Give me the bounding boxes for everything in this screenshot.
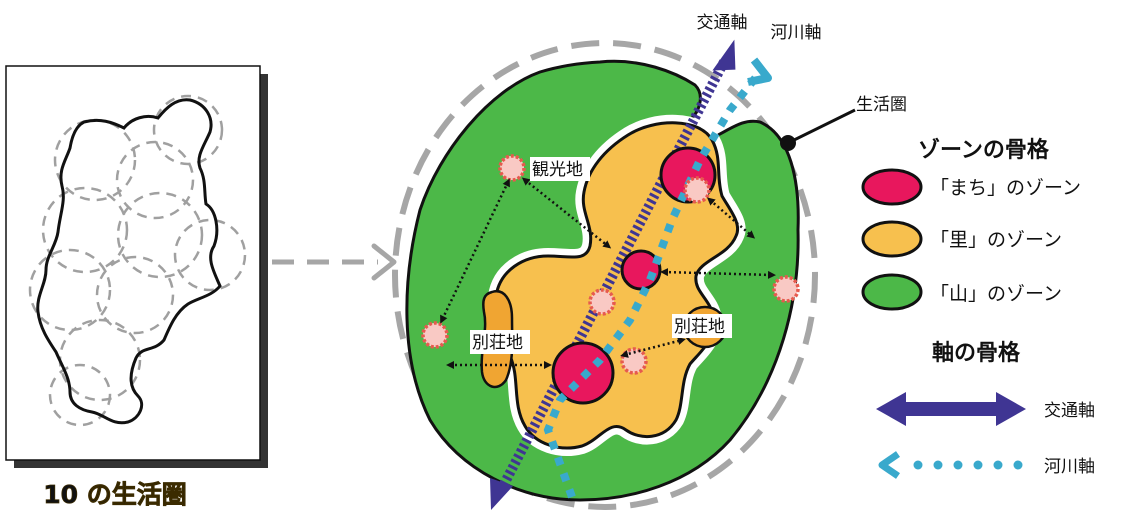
bessochi-right-label-bg [672, 314, 732, 338]
legend-axis-river: 河川軸 [878, 451, 1095, 479]
traffic-axis-head-bottom [490, 478, 513, 510]
legend-axis-traffic: 交通軸 [876, 392, 1095, 426]
legend-label-yama: 「山」のゾーン [930, 283, 1062, 305]
diagram-labels: 交通軸 河川軸 生活圏 観光地 別荘地 別荘地 [470, 13, 907, 354]
river-axis [543, 57, 772, 499]
tourist-spot [683, 176, 711, 204]
bessochi-left-label: 別荘地 [472, 333, 523, 353]
legend-zone-yama: 「山」のゾーン [861, 273, 1062, 311]
kankochi-label: 観光地 [532, 160, 583, 180]
legend: ゾーンの骨格 「まち」のゾーン 「里」のゾーン 「山」のゾーン 軸の骨格 交通軸 [861, 137, 1095, 479]
tourist-spot [772, 275, 800, 303]
legend-swatch-traffic-axis [876, 392, 1026, 426]
legend-label-sato: 「里」のゾーン [930, 229, 1062, 251]
legend-zone-machi: 「まち」のゾーン [861, 168, 1081, 206]
life-zone-circles [28, 94, 247, 427]
life-zone-schema [392, 40, 818, 510]
bessochi-left-label-bg [470, 330, 530, 354]
legend-label-machi: 「まち」のゾーン [930, 177, 1081, 199]
zone-legend-heading: ゾーンの骨格 [918, 137, 1050, 163]
map-panel [5, 65, 268, 468]
tourist-spot [588, 288, 616, 316]
traffic-axis-head-top [712, 39, 736, 71]
legend-swatch-machi [861, 168, 923, 206]
connector-arrow [272, 243, 397, 281]
life-zone-boundary [392, 40, 818, 510]
seikatsuken-label: 生活圏 [856, 95, 907, 115]
kotsu-axis-label: 交通軸 [697, 13, 748, 33]
legend-swatch-sato [861, 220, 923, 258]
seikatsuken-pointer [780, 108, 856, 151]
legend-label-river-axis: 河川軸 [1044, 457, 1095, 477]
legend-swatch-river-axis [913, 460, 1023, 470]
legend-swatch-yama [861, 273, 923, 311]
legend-label-traffic-axis: 交通軸 [1044, 401, 1095, 421]
spot-links [440, 177, 776, 369]
kankochi-label-bg [530, 157, 590, 181]
axis-legend-heading: 軸の骨格 [932, 340, 1021, 366]
legend-river-arrowhead [878, 451, 900, 479]
traffic-axis [490, 39, 736, 510]
bessochi-right-label: 別荘地 [674, 317, 725, 337]
tourist-spot [498, 154, 526, 182]
tourist-spot [421, 321, 449, 349]
map-caption: 10 の生活圏 [43, 480, 187, 509]
prefecture-outline [36, 98, 222, 425]
kasen-axis-label: 河川軸 [771, 23, 822, 43]
legend-zone-sato: 「里」のゾーン [861, 220, 1062, 258]
